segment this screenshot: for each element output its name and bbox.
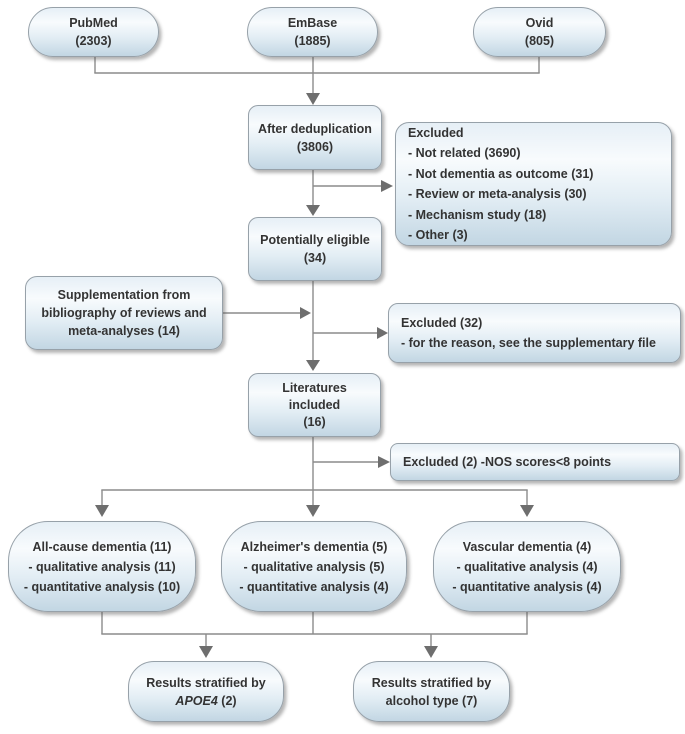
connector-dementia-to-results (101, 612, 528, 658)
node-alzheimers-dementia: Alzheimer's dementia (5) - qualitative a… (221, 521, 407, 612)
node-excluded-after-dedup: Excluded - Not related (3690) - Not deme… (395, 122, 672, 246)
excluded-dedup-title: Excluded (408, 125, 464, 140)
all-cause-qualitative: - qualitative analysis (11) (28, 559, 176, 574)
all-cause-title: All-cause dementia (11) (32, 539, 172, 554)
connector-literatures-down (312, 437, 390, 490)
all-cause-quantitative: - quantitative analysis (10) (23, 579, 181, 594)
vascular-title: Vascular dementia (4) (462, 539, 592, 554)
literatures-line: Literatures (282, 380, 347, 395)
apoe4-line: Results stratified by (146, 675, 266, 690)
pubmed-label: PubMed (69, 16, 118, 30)
potentially-eligible-count: (34) (303, 251, 327, 265)
node-results-apoe4: Results stratified by APOE4 (2) (128, 661, 284, 722)
node-ovid: Ovid (805) (473, 7, 606, 57)
after-dedup-count: (3806) (296, 139, 334, 154)
apoe4-gene-line: APOE4 (2) (129, 692, 283, 710)
apoe4-gene: APOE4 (175, 693, 218, 708)
excluded-dedup-item: - Not related (3690) (408, 146, 521, 160)
excluded-dedup-item: - Other (3) (408, 228, 468, 242)
alzheimers-qualitative: - qualitative analysis (5) (243, 559, 385, 574)
node-excluded-32: Excluded (32) - for the reason, see the … (388, 303, 681, 363)
ovid-count: (805) (524, 34, 555, 48)
connector-dedup-to-eligible (306, 170, 393, 216)
node-potentially-eligible: Potentially eligible (34) (248, 217, 382, 281)
node-results-alcohol-type: Results stratified by alcohol type (7) (353, 661, 510, 722)
node-after-deduplication: After deduplication (3806) (248, 105, 382, 170)
embase-label: EmBase (287, 16, 338, 30)
literatures-line: included (288, 397, 341, 412)
embase-count: (1885) (294, 34, 331, 48)
node-supplementation: Supplementation from bibliography of rev… (25, 276, 223, 350)
connector-distribution-to-dementia (95, 489, 534, 517)
node-pubmed: PubMed (2303) (28, 7, 159, 57)
excluded-dedup-item: - Not dementia as outcome (31) (408, 166, 594, 181)
apoe4-count: (2) (217, 693, 237, 708)
alzheimers-quantitative: - quantitative analysis (4) (239, 579, 389, 594)
vascular-quantitative: - quantitative analysis (4) (452, 579, 602, 594)
alcohol-line: Results stratified by (371, 675, 492, 690)
after-dedup-label: After deduplication (258, 121, 372, 136)
pubmed-count: (2303) (75, 34, 112, 48)
literatures-count: (16) (303, 414, 326, 429)
node-embase: EmBase (1885) (247, 7, 378, 57)
ovid-label: Ovid (525, 16, 554, 30)
potentially-eligible-label: Potentially eligible (260, 233, 370, 247)
excluded-nos-label: Excluded (2) -NOS scores<8 points (403, 455, 612, 469)
connector-sources-collector (94, 57, 540, 105)
excluded-32-title: Excluded (32) (401, 316, 483, 330)
vascular-qualitative: - qualitative analysis (4) (456, 559, 598, 574)
connector-eligible-to-literatures (223, 281, 388, 371)
node-excluded-nos: Excluded (2) -NOS scores<8 points (390, 443, 680, 481)
node-literatures-included: Literatures included (16) (248, 373, 381, 437)
node-all-cause-dementia: All-cause dementia (11) - qualitative an… (8, 521, 196, 612)
supplementation-line: bibliography of reviews and (41, 306, 207, 320)
excluded-dedup-item: - Review or meta-analysis (30) (408, 187, 587, 201)
excluded-dedup-item: - Mechanism study (18) (408, 207, 547, 222)
node-vascular-dementia: Vascular dementia (4) - qualitative anal… (433, 521, 621, 612)
alzheimers-title: Alzheimer's dementia (5) (240, 539, 388, 554)
supplementation-line: Supplementation from (57, 288, 191, 302)
alcohol-count-line: alcohol type (7) (385, 693, 478, 708)
supplementation-line: meta-analyses (14) (68, 324, 180, 338)
excluded-32-reason: - for the reason, see the supplementary … (401, 336, 656, 350)
